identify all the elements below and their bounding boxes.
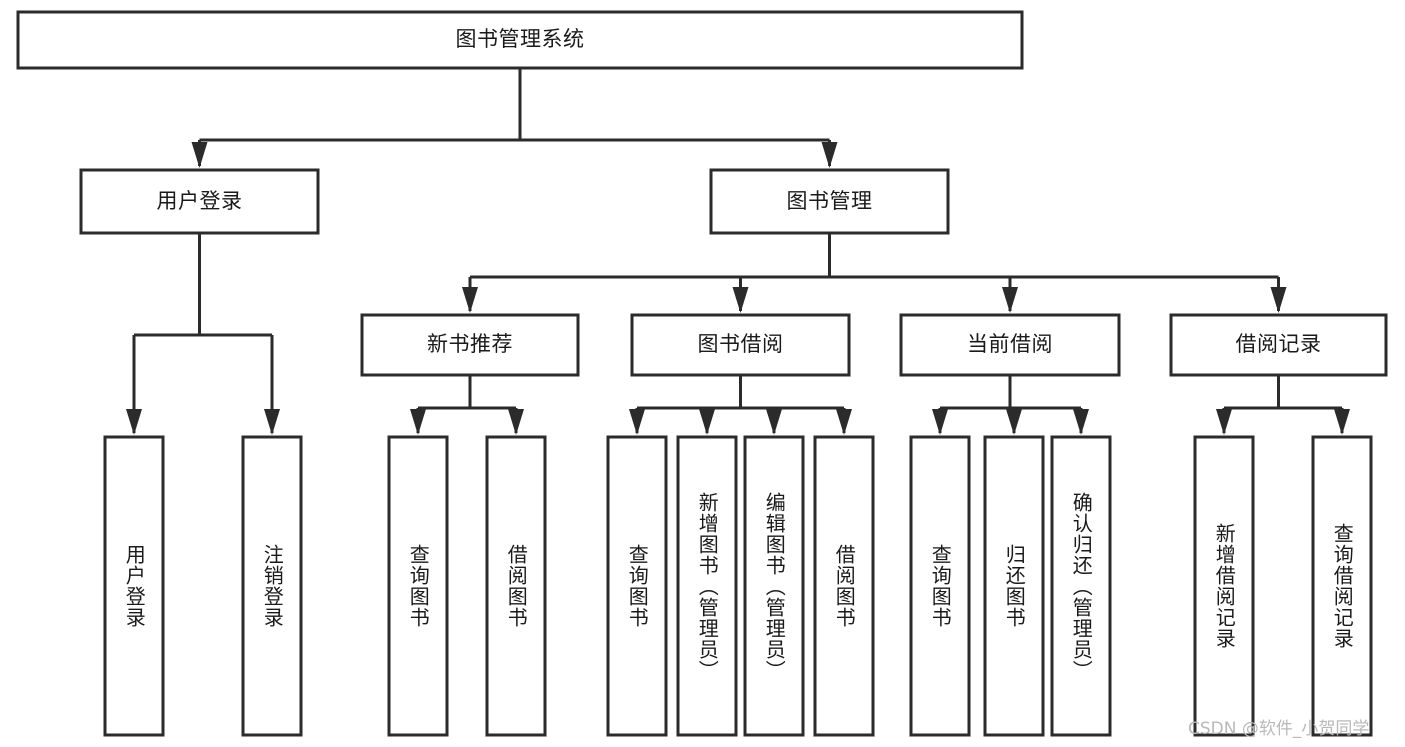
arrow-head-icon-leaf_add_record [1216,409,1232,435]
node-box-book_manage[interactable] [709,168,950,235]
node-box-user_login[interactable] [79,168,320,235]
arrow-head-icon-borrow_record [1270,287,1287,313]
node-box-leaf_borrow_book_2[interactable] [813,435,875,737]
arrow-head-icon-leaf_query_book_3 [932,409,948,435]
node-box-current_borrow[interactable] [899,313,1121,377]
arrow-head-icon-leaf_confirm_return [1073,409,1089,435]
node-box-leaf_query_book_2[interactable] [606,435,668,737]
arrow-head-icon-leaf_borrow_book_1 [508,409,524,435]
node-box-book_borrow[interactable] [630,313,851,377]
node-box-leaf_confirm_return[interactable] [1050,435,1112,737]
arrow-head-icon-book_manage [821,142,838,168]
watermark-text: CSDN @软件_小贺同学 [1188,719,1370,739]
arrow-head-icon-leaf_user_login [126,409,142,435]
node-box-borrow_record[interactable] [1169,313,1388,377]
node-box-root[interactable] [16,10,1024,70]
arrow-head-icon-new_book_rec [462,287,478,313]
node-box-layer [16,10,1388,737]
node-box-leaf_edit_book[interactable] [743,435,805,737]
arrow-head-icon-book_borrow [732,287,749,313]
arrow-head-icon-leaf_query_record [1334,409,1350,435]
arrow-head-icon-leaf_add_book [699,409,715,435]
arrow-head-icon-leaf_query_book_1 [410,409,426,435]
arrow-head-icon-leaf_borrow_book_2 [836,409,852,435]
node-box-new_book_rec[interactable] [360,313,580,377]
edge-layer [126,68,1350,435]
node-box-leaf_add_book[interactable] [676,435,738,737]
node-box-leaf_query_book_1[interactable] [387,435,449,737]
node-box-leaf_add_record[interactable] [1193,435,1255,737]
arrow-head-icon-leaf_logout [264,409,280,435]
arrow-head-icon-current_borrow [1002,287,1018,313]
arrow-head-icon-leaf_return_book [1006,409,1022,435]
node-box-leaf_query_book_3[interactable] [909,435,971,737]
node-box-leaf_user_login[interactable] [103,435,165,737]
node-box-leaf_borrow_book_1[interactable] [485,435,547,737]
node-box-leaf_return_book[interactable] [983,435,1045,737]
node-box-leaf_logout[interactable] [241,435,303,737]
node-box-leaf_query_record[interactable] [1311,435,1373,737]
arrow-head-icon-leaf_query_book_2 [629,409,645,435]
arrow-head-icon-leaf_edit_book [766,409,782,435]
arrow-head-icon-user_login [191,142,208,168]
